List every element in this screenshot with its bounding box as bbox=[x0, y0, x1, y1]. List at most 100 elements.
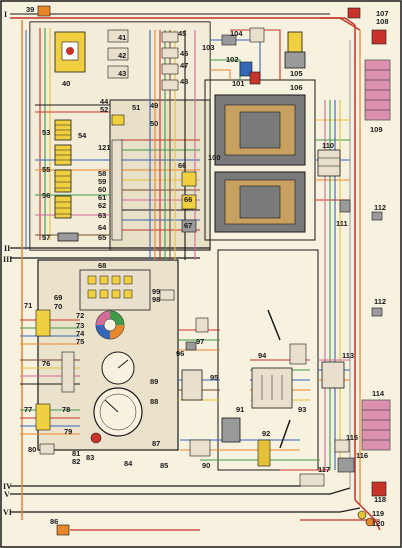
relay-45-48 bbox=[161, 31, 179, 91]
label-67: 67 bbox=[184, 221, 192, 230]
label-99: 99 bbox=[152, 287, 160, 296]
label-84: 84 bbox=[124, 459, 133, 468]
roman-label-iii: III bbox=[3, 255, 12, 264]
label-112a: 112 bbox=[374, 203, 386, 212]
label-97: 97 bbox=[196, 337, 204, 346]
label-66b: 66 bbox=[184, 195, 192, 204]
label-68: 68 bbox=[98, 261, 106, 270]
sensor-105 bbox=[284, 31, 306, 69]
label-78: 78 bbox=[62, 405, 70, 414]
label-91: 91 bbox=[236, 405, 244, 414]
label-108: 108 bbox=[376, 17, 389, 26]
label-113: 113 bbox=[342, 351, 354, 360]
label-75: 75 bbox=[76, 337, 84, 346]
label-53: 53 bbox=[42, 128, 50, 137]
label-109: 109 bbox=[370, 125, 383, 134]
label-96: 96 bbox=[176, 349, 184, 358]
label-50: 50 bbox=[150, 119, 158, 128]
roman-label-ii: II bbox=[4, 244, 10, 253]
ecu-106 bbox=[214, 94, 306, 166]
instrument-cluster bbox=[35, 269, 151, 455]
connector-113 bbox=[321, 361, 345, 389]
label-110: 110 bbox=[322, 141, 334, 150]
label-118: 118 bbox=[374, 495, 386, 504]
label-100: 100 bbox=[208, 153, 221, 162]
label-121: 121 bbox=[98, 143, 111, 152]
label-103: 103 bbox=[202, 43, 215, 52]
label-70: 70 bbox=[54, 302, 62, 311]
roman-label-vi: VI bbox=[3, 508, 12, 517]
connector-114 bbox=[361, 399, 391, 451]
label-88: 88 bbox=[150, 397, 158, 406]
connector-57 bbox=[57, 232, 79, 242]
label-63: 63 bbox=[98, 211, 106, 220]
label-102: 102 bbox=[226, 55, 239, 64]
label-71: 71 bbox=[24, 301, 32, 310]
connector-56 bbox=[54, 195, 72, 219]
label-82: 82 bbox=[72, 457, 80, 466]
roman-label-i: I bbox=[4, 10, 7, 19]
label-106: 106 bbox=[290, 83, 303, 92]
label-40: 40 bbox=[62, 79, 70, 88]
connector-53 bbox=[54, 119, 72, 141]
roman-label-v: V bbox=[4, 490, 10, 499]
label-59: 59 bbox=[98, 177, 106, 186]
label-56: 56 bbox=[42, 191, 50, 200]
label-65: 65 bbox=[98, 233, 106, 242]
label-104: 104 bbox=[230, 29, 243, 38]
label-79: 79 bbox=[64, 427, 72, 436]
label-49: 49 bbox=[150, 101, 158, 110]
label-112b: 112 bbox=[374, 297, 386, 306]
label-98: 98 bbox=[152, 295, 160, 304]
label-89: 89 bbox=[150, 377, 158, 386]
label-74: 74 bbox=[76, 329, 85, 338]
label-83: 83 bbox=[86, 453, 94, 462]
part-107-108 bbox=[347, 7, 387, 45]
label-47: 47 bbox=[180, 61, 188, 70]
label-52: 52 bbox=[100, 105, 108, 114]
label-41: 41 bbox=[118, 33, 126, 42]
fuse-column bbox=[111, 114, 197, 241]
label-81: 81 bbox=[72, 449, 80, 458]
label-51: 51 bbox=[132, 103, 140, 112]
label-94: 94 bbox=[258, 351, 267, 360]
label-105: 105 bbox=[290, 69, 303, 78]
label-62: 62 bbox=[98, 201, 106, 210]
label-42: 42 bbox=[118, 51, 126, 60]
ecu-100 bbox=[214, 171, 306, 233]
label-55: 55 bbox=[42, 165, 50, 174]
label-101: 101 bbox=[232, 79, 245, 88]
label-72: 72 bbox=[76, 311, 84, 320]
label-77: 77 bbox=[24, 405, 32, 414]
relay-40 bbox=[54, 31, 86, 73]
label-61: 61 bbox=[98, 193, 106, 202]
label-92: 92 bbox=[262, 429, 270, 438]
label-69: 69 bbox=[54, 293, 62, 302]
label-76: 76 bbox=[42, 359, 50, 368]
sensor-111-112 bbox=[339, 199, 383, 317]
label-57: 57 bbox=[42, 233, 50, 242]
part-39 bbox=[37, 5, 51, 17]
center-components bbox=[159, 289, 307, 467]
label-117: 117 bbox=[318, 465, 330, 474]
relay-41-43 bbox=[107, 29, 129, 79]
part-103-104 bbox=[221, 27, 265, 46]
label-73: 73 bbox=[76, 321, 84, 330]
label-46: 46 bbox=[180, 49, 188, 58]
label-115: 115 bbox=[346, 433, 358, 442]
component-numbers: 39 40 41 42 43 44 45 46 47 48 49 50 51 5… bbox=[24, 5, 389, 528]
label-48: 48 bbox=[180, 77, 188, 86]
connector-109 bbox=[364, 59, 391, 121]
label-119: 119 bbox=[372, 509, 384, 518]
parts-115-120 bbox=[299, 439, 387, 527]
part-101-102 bbox=[239, 61, 261, 85]
label-54: 54 bbox=[78, 131, 87, 140]
label-66a: 66 bbox=[178, 161, 186, 170]
label-60: 60 bbox=[98, 185, 106, 194]
label-58: 58 bbox=[98, 169, 106, 178]
label-39: 39 bbox=[26, 5, 34, 14]
label-45: 45 bbox=[178, 29, 186, 38]
label-85: 85 bbox=[160, 461, 168, 470]
